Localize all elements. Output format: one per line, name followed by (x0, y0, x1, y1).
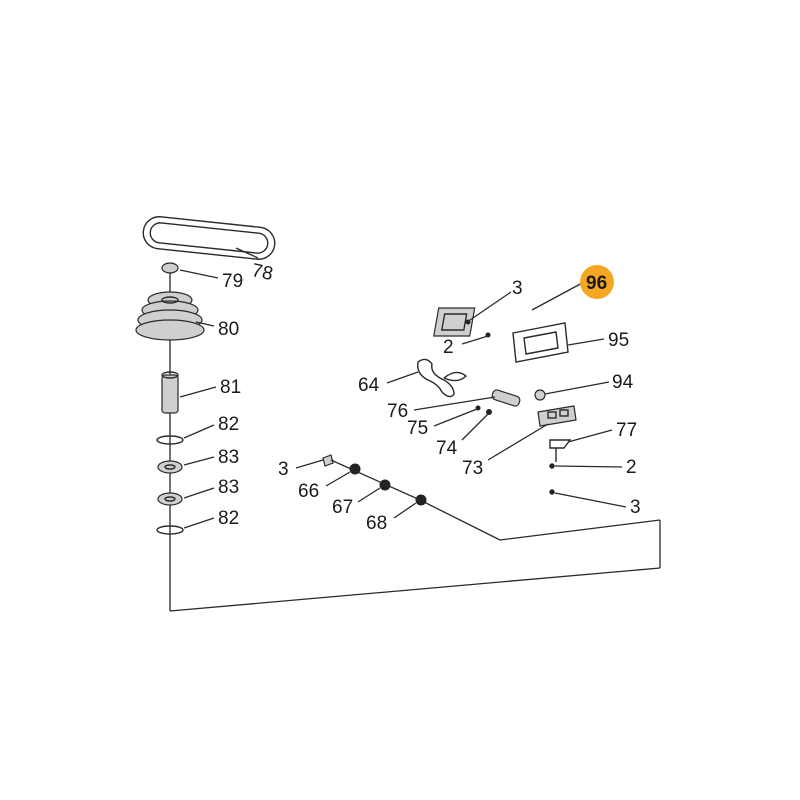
label-66: 66 (298, 481, 319, 502)
label-2-right: 2 (626, 457, 637, 478)
label-75: 75 (407, 418, 428, 439)
screw-part-3-top (465, 319, 471, 325)
highlight-circle-96 (580, 265, 614, 299)
pin-part-76 (491, 389, 521, 407)
screw-part-74 (486, 409, 492, 415)
label-94: 94 (612, 372, 634, 393)
label-76: 76 (387, 401, 408, 422)
label-74: 74 (436, 438, 458, 459)
label-3-top: 3 (512, 278, 523, 299)
bearing-part-83-top (157, 460, 183, 474)
label-82-top: 82 (218, 414, 239, 435)
bearing-part-83-bottom (157, 492, 183, 506)
label-68: 68 (366, 513, 387, 534)
leader-lines (179, 247, 627, 529)
label-80: 80 (218, 319, 239, 340)
label-73: 73 (462, 458, 483, 479)
label-3-right: 3 (630, 497, 641, 518)
washer-part-68 (415, 494, 427, 506)
screw-part-3-left (322, 454, 334, 467)
shaft-part-81 (161, 371, 179, 414)
label-96[interactable]: 96 (586, 273, 607, 294)
highlight-badge-96[interactable] (580, 265, 614, 299)
plate-part-95 (512, 322, 569, 363)
nut-part-79 (161, 262, 179, 274)
label-78: 78 (250, 260, 275, 285)
pulley-part-80 (135, 291, 205, 341)
snap-ring-part-82-top (156, 435, 184, 445)
callout-labels: 78 79 80 81 82 83 83 82 3 96 2 95 64 94 … (218, 260, 641, 534)
washer-part-67 (379, 479, 391, 491)
bracket-part-96 (433, 307, 476, 337)
screw-part-2-right (549, 463, 555, 469)
base-outline (169, 270, 661, 612)
spring-part-64 (417, 358, 468, 398)
knob-part-94 (534, 389, 546, 401)
label-77: 77 (616, 420, 637, 441)
belt-part-78 (142, 216, 276, 260)
label-83-top: 83 (218, 447, 239, 468)
label-95: 95 (608, 330, 629, 351)
label-67: 67 (332, 497, 353, 518)
switch-box-part-73 (537, 405, 577, 427)
snap-ring-part-82-bottom (156, 525, 184, 535)
label-2-top: 2 (443, 337, 454, 358)
label-82-bottom: 82 (218, 508, 239, 529)
screw-part-3-right (549, 489, 555, 495)
label-81: 81 (220, 377, 241, 398)
label-3-left: 3 (278, 459, 289, 480)
label-64: 64 (358, 375, 380, 396)
label-79: 79 (222, 271, 243, 292)
clip-part-77 (549, 439, 572, 462)
label-83-bottom: 83 (218, 477, 239, 498)
